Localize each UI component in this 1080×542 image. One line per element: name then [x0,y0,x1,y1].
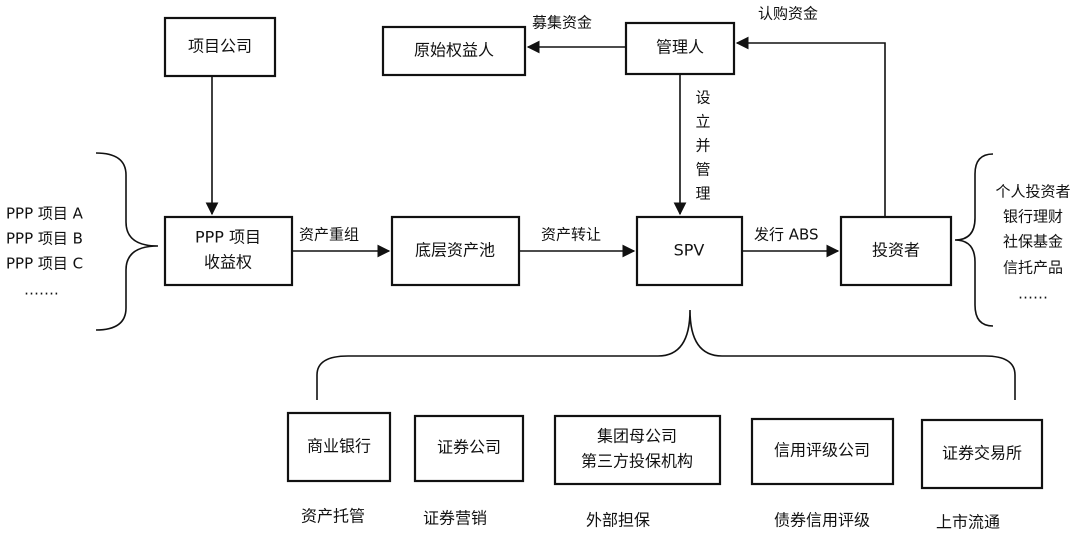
edge-label-raise-funds: 募集资金 [532,14,592,32]
right-list-item: 社保基金 [1003,233,1063,251]
bank-node: 商业银行 [286,411,392,483]
asset-pool-label: 底层资产池 [415,241,495,260]
establish-manage-char: 并 [695,137,710,155]
right-list-item: 个人投资者 [995,183,1070,201]
establish-manage-char: 设 [695,89,710,107]
bank-label: 商业银行 [307,437,371,456]
edge-label-transfer: 资产转让 [541,226,601,244]
left-list-item: PPP 项目 B [6,230,83,248]
guarantor-label-line2: 第三方投保机构 [581,452,693,471]
manager-node: 管理人 [624,21,736,76]
establish-manage-char: 理 [695,185,710,203]
investors-node: 投资者 [839,215,953,287]
caption-guarantor: 外部担保 [586,511,650,530]
securities-company-label: 证券公司 [437,438,501,457]
ppp-rights-label-line1: PPP 项目 [195,228,261,247]
left-list-item: ……. [24,281,59,299]
project-company-label: 项目公司 [188,37,252,56]
bottom-brace [316,309,1016,400]
securities-company-node: 证券公司 [413,414,525,483]
rating-agency-node: 信用评级公司 [750,417,895,486]
caption-stock-exchange: 上市流通 [936,513,1000,532]
stock-exchange-node: 证券交易所 [920,418,1044,490]
establish-manage-char: 管 [695,161,710,179]
right-list-item: 信托产品 [1003,259,1063,277]
edge-label-establish-manage: 设 立 并 管 理 [695,89,710,203]
edge-label-restructure: 资产重组 [299,226,359,244]
ppp-rights-node: PPP 项目 收益权 [163,215,294,287]
right-list-item: 银行理财 [1003,208,1063,226]
left-brace [95,152,159,331]
arrow-investors-to-manager [735,36,886,217]
guarantor-node: 集团母公司 第三方投保机构 [553,414,722,486]
caption-bank: 资产托管 [301,507,365,526]
left-list-item: PPP 项目 C [6,255,83,273]
original-owner-node: 原始权益人 [381,25,527,77]
caption-securities-company: 证券营销 [423,509,487,528]
original-owner-label: 原始权益人 [414,41,494,60]
edge-label-issue-abs: 发行 ABS [754,226,819,244]
establish-manage-char: 立 [695,113,710,131]
asset-pool-node: 底层资产池 [390,215,521,287]
project-company-node: 项目公司 [163,16,277,78]
spv-node: SPV [635,215,744,287]
guarantor-label-line1: 集团母公司 [597,427,677,446]
right-list-item: …… [1018,285,1048,303]
caption-rating-agency: 债券信用评级 [774,511,870,530]
right-brace [954,153,994,327]
left-list-item: PPP 项目 A [6,205,84,223]
manager-label: 管理人 [656,38,704,57]
ppp-rights-label-line2: 收益权 [204,253,252,272]
right-investor-list: 个人投资者 银行理财 社保基金 信托产品 …… [995,183,1070,303]
left-project-list: PPP 项目 A PPP 项目 B PPP 项目 C ……. [6,205,84,299]
spv-label: SPV [674,241,705,260]
investors-label: 投资者 [872,241,920,260]
rating-agency-label: 信用评级公司 [774,441,870,460]
edge-label-subscribe-funds: 认购资金 [758,5,818,23]
stock-exchange-label: 证券交易所 [942,444,1022,463]
